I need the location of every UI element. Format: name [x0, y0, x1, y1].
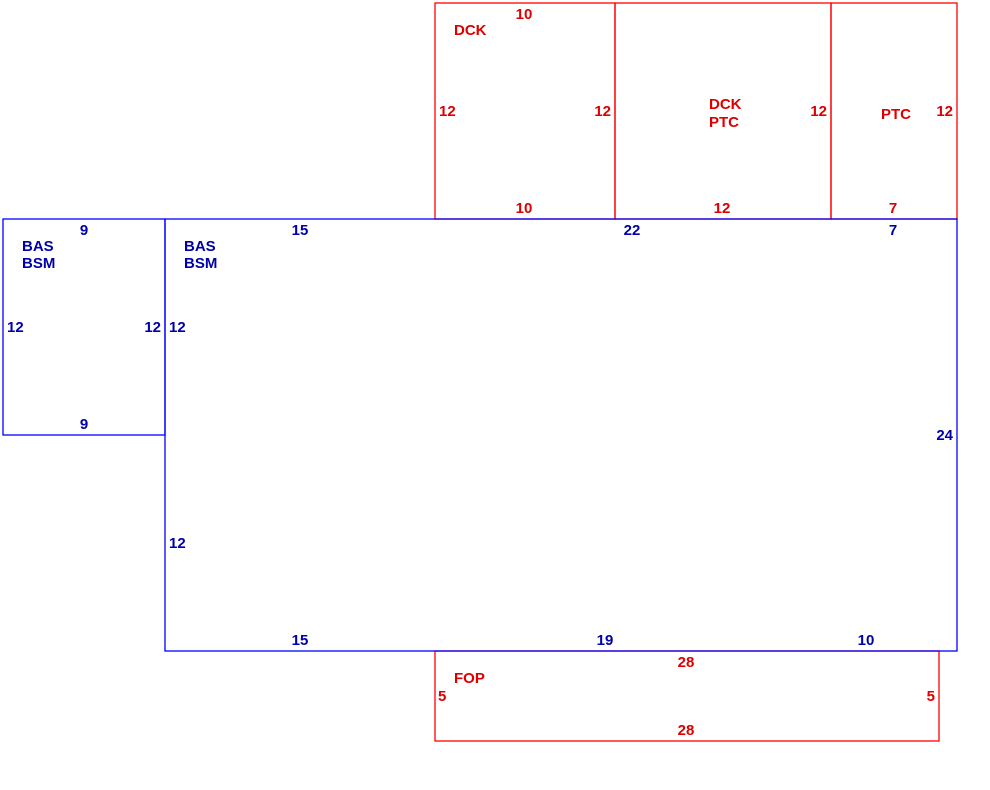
- bas-main-top-dimension-1: 15: [292, 222, 309, 239]
- dck-ptc-label-line1: DCK: [709, 96, 742, 113]
- fop-bottom-dimension: 28: [678, 722, 695, 739]
- bas-main-bottom-dimension-2: 19: [597, 632, 614, 649]
- bas-left-top-dimension: 9: [80, 222, 88, 239]
- fop-label: FOP: [454, 670, 485, 687]
- dck-area: DCK 10 12 12 10: [434, 2, 616, 220]
- bas-main-outline: [164, 218, 958, 652]
- bas-main-top-dimension-2: 22: [624, 222, 641, 239]
- dck-left-dimension: 12: [439, 103, 456, 120]
- dck-ptc-bottom-dimension: 12: [714, 200, 731, 217]
- dck-label: DCK: [454, 22, 487, 39]
- bas-main-bottom-dimension-1: 15: [292, 632, 309, 649]
- bas-left-label-line2: BSM: [22, 255, 55, 272]
- dck-ptc-right-dimension: 12: [810, 103, 827, 120]
- fop-top-dimension: 28: [678, 654, 695, 671]
- dck-top-dimension: 10: [516, 6, 533, 23]
- dck-bottom-dimension: 10: [516, 200, 533, 217]
- bas-main-left-dimension-1: 12: [169, 319, 186, 336]
- bas-left-area: BAS BSM 9 12 12 9: [2, 218, 166, 436]
- ptc-label: PTC: [881, 106, 911, 123]
- ptc-bottom-dimension: 7: [889, 200, 897, 217]
- bas-main-bottom-dimension-3: 10: [858, 632, 875, 649]
- ptc-right-dimension: 12: [936, 103, 953, 120]
- fop-area: FOP 28 5 5 28: [434, 650, 940, 742]
- bas-left-label-line1: BAS: [22, 238, 54, 255]
- bas-main-top-dimension-3: 7: [889, 222, 897, 239]
- bas-main-label-line1: BAS: [184, 238, 216, 255]
- bas-main-area: BAS BSM 15 22 7 12 12 24 15 19 10: [164, 218, 958, 652]
- bas-main-label-line2: BSM: [184, 255, 217, 272]
- bas-left-left-dimension: 12: [7, 319, 24, 336]
- dck-ptc-label-line2: PTC: [709, 114, 739, 131]
- bas-main-right-dimension: 24: [936, 427, 953, 444]
- fop-right-dimension: 5: [927, 688, 935, 705]
- dck-ptc-area: DCK PTC 12 12: [614, 2, 832, 220]
- ptc-area: PTC 12 7: [830, 2, 958, 220]
- bas-main-left-dimension-2: 12: [169, 535, 186, 552]
- bas-left-bottom-dimension: 9: [80, 416, 88, 433]
- bas-left-right-dimension: 12: [144, 319, 161, 336]
- fop-left-dimension: 5: [438, 688, 446, 705]
- dck-right-dimension: 12: [594, 103, 611, 120]
